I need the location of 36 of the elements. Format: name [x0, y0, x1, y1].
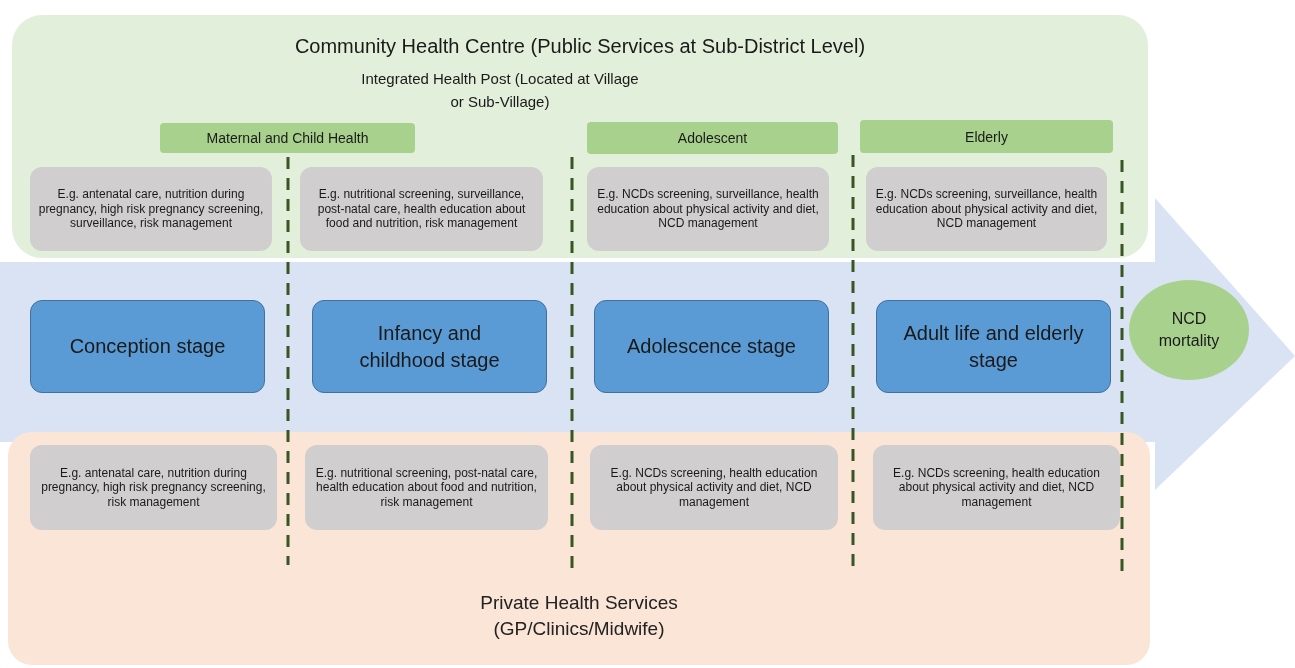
header-label: Adolescent — [677, 130, 748, 146]
group-header — [860, 120, 1113, 153]
stage-box — [876, 300, 1111, 393]
stage-label: Infancy and childhood stage — [358, 320, 501, 373]
panel-title: Community Health Centre (Public Services at Sub-District Level) — [294, 35, 866, 58]
panel-subtitle: Integrated Health Post (Located at Village or Sub-Village) — [360, 69, 640, 112]
panel-title: Private Health Services (GP/Clinics/Midwife) — [479, 590, 679, 642]
service-panel — [12, 15, 1148, 258]
activity-text: E.g. antenatal care, nutrition during pregnancy, high risk pregnancy screening, surveillance, risk management — [38, 187, 264, 231]
activity-text: E.g. NCDs screening, surveillance, health education about physical activity and diet, NCD management — [596, 187, 820, 231]
activity-box — [300, 167, 543, 251]
activity-text: E.g. nutritional screening, surveillance, post-natal care, health education about food and nutrition, risk management — [316, 187, 527, 231]
activity-box — [590, 445, 838, 530]
service-panel — [8, 432, 1150, 665]
stage-box — [30, 300, 265, 393]
stage-box — [312, 300, 547, 393]
activity-text: E.g. NCDs screening, health education about physical activity and diet, NCD management — [892, 465, 1101, 510]
header-label: Maternal and Child Health — [206, 130, 369, 146]
activity-box — [305, 445, 548, 530]
activity-text: E.g. antenatal care, nutrition during pregnancy, high risk pregnancy screening, risk management — [40, 465, 267, 510]
activity-box — [587, 167, 829, 251]
stage-label: Conception stage — [69, 334, 226, 359]
activity-box — [866, 167, 1107, 251]
group-header — [587, 122, 838, 154]
activity-text: E.g. NCDs screening, health education about physical activity and diet, NCD management — [609, 465, 819, 510]
stage-label: Adolescence stage — [627, 334, 796, 359]
header-label: Elderly — [965, 128, 1008, 145]
activity-box — [30, 167, 272, 251]
activity-text: E.g. NCDs screening, surveillance, health education about physical activity and diet, NCD management — [874, 187, 1099, 231]
stage-label: Adult life and elderly stage — [902, 320, 1085, 373]
activity-box — [873, 445, 1120, 530]
stage-box — [594, 300, 829, 393]
activity-text: E.g. nutritional screening, post-natal care, health education about food and nutrition, risk management — [314, 465, 539, 510]
activity-box — [30, 445, 277, 530]
outcome-label: NCD mortality — [1157, 309, 1221, 351]
group-header — [160, 123, 415, 153]
